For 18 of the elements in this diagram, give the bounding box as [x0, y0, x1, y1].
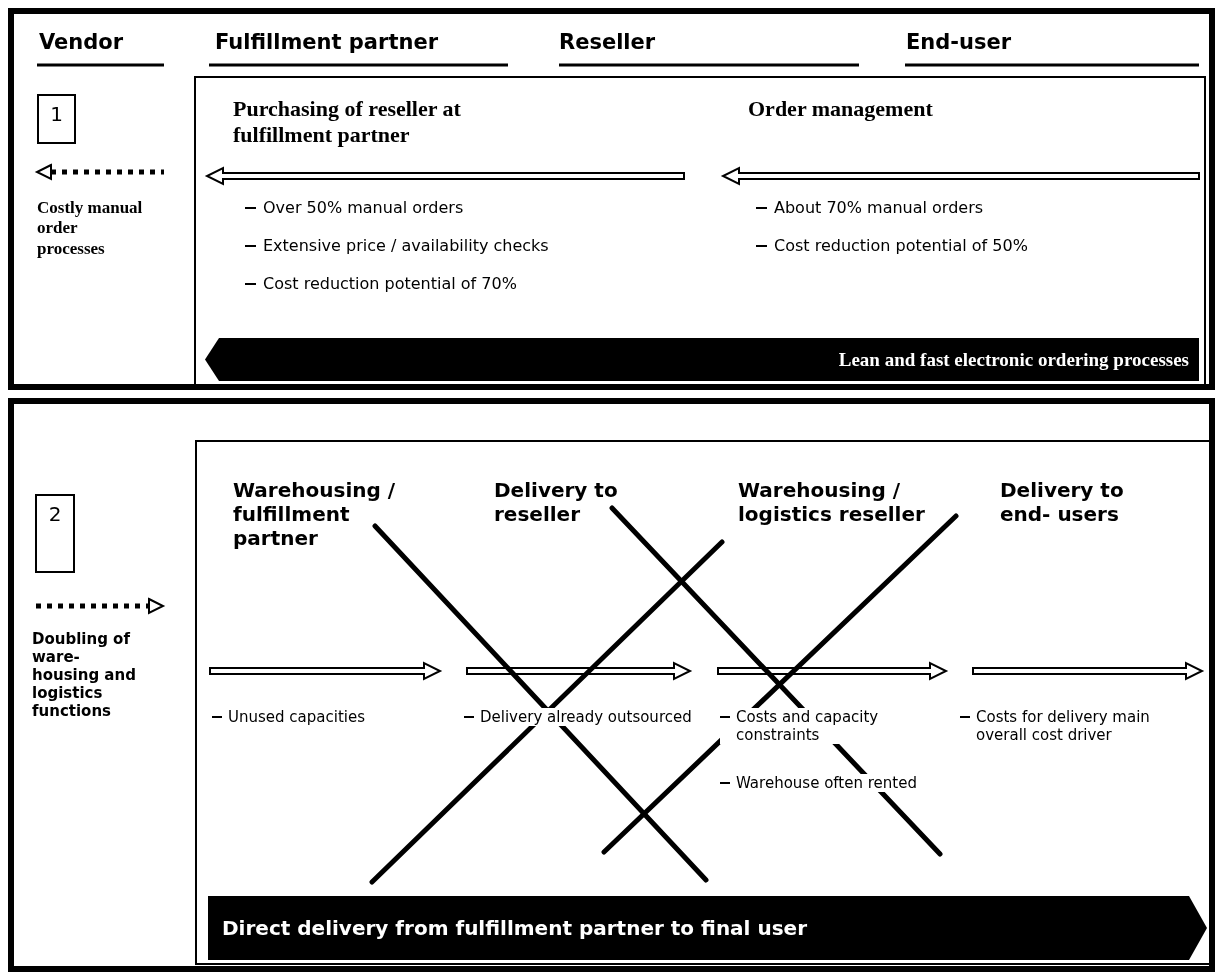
- column-heading: Fulfillment partner: [215, 30, 438, 56]
- section-heading: Order management: [748, 96, 934, 123]
- column-heading: Vendor: [39, 30, 124, 56]
- section-heading: Warehousing / logistics reseller: [738, 478, 926, 526]
- step-number-box: 2: [35, 494, 75, 573]
- panel-frame: [8, 8, 1215, 390]
- section-heading: Delivery to reseller: [494, 478, 619, 526]
- column-heading: End-user: [906, 30, 1012, 56]
- column-heading: Reseller: [559, 30, 656, 56]
- side-note: Doubling of ware- housing and logistics functions: [32, 630, 137, 720]
- section-heading: Purchasing of reseller at fulfillment partner: [233, 96, 462, 149]
- content-box: [194, 76, 1206, 386]
- section-heading: Warehousing / fulfillment partner: [233, 478, 397, 550]
- content-box: [195, 440, 1212, 965]
- section-heading: Delivery to end- users: [1000, 478, 1125, 526]
- panel-frame: [8, 398, 1215, 972]
- step-number-box: 1: [37, 94, 76, 144]
- side-note: Costly manual order processes: [37, 198, 144, 260]
